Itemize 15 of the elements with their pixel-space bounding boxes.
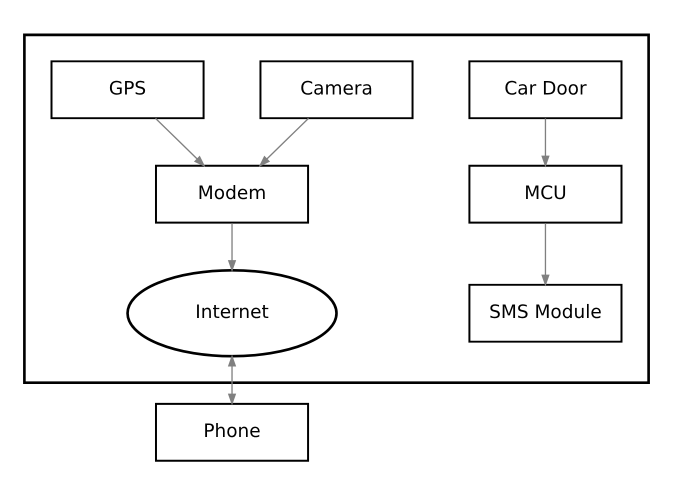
arrow xyxy=(228,223,236,272)
node-box: SMS Module xyxy=(468,284,622,343)
arrow xyxy=(541,223,550,287)
arrow xyxy=(228,354,236,406)
node-box: MCU xyxy=(468,164,622,224)
arrow xyxy=(258,118,309,167)
arrow xyxy=(541,118,550,168)
arrow xyxy=(155,118,206,167)
cluster xyxy=(23,34,650,384)
node-box: Car Door xyxy=(468,60,622,120)
node-box: Camera xyxy=(259,60,414,120)
node-box: GPS xyxy=(50,60,205,120)
node-box: Modem xyxy=(154,164,310,224)
node-ellipse: Internet xyxy=(126,268,338,358)
node-box: Phone xyxy=(154,402,310,462)
